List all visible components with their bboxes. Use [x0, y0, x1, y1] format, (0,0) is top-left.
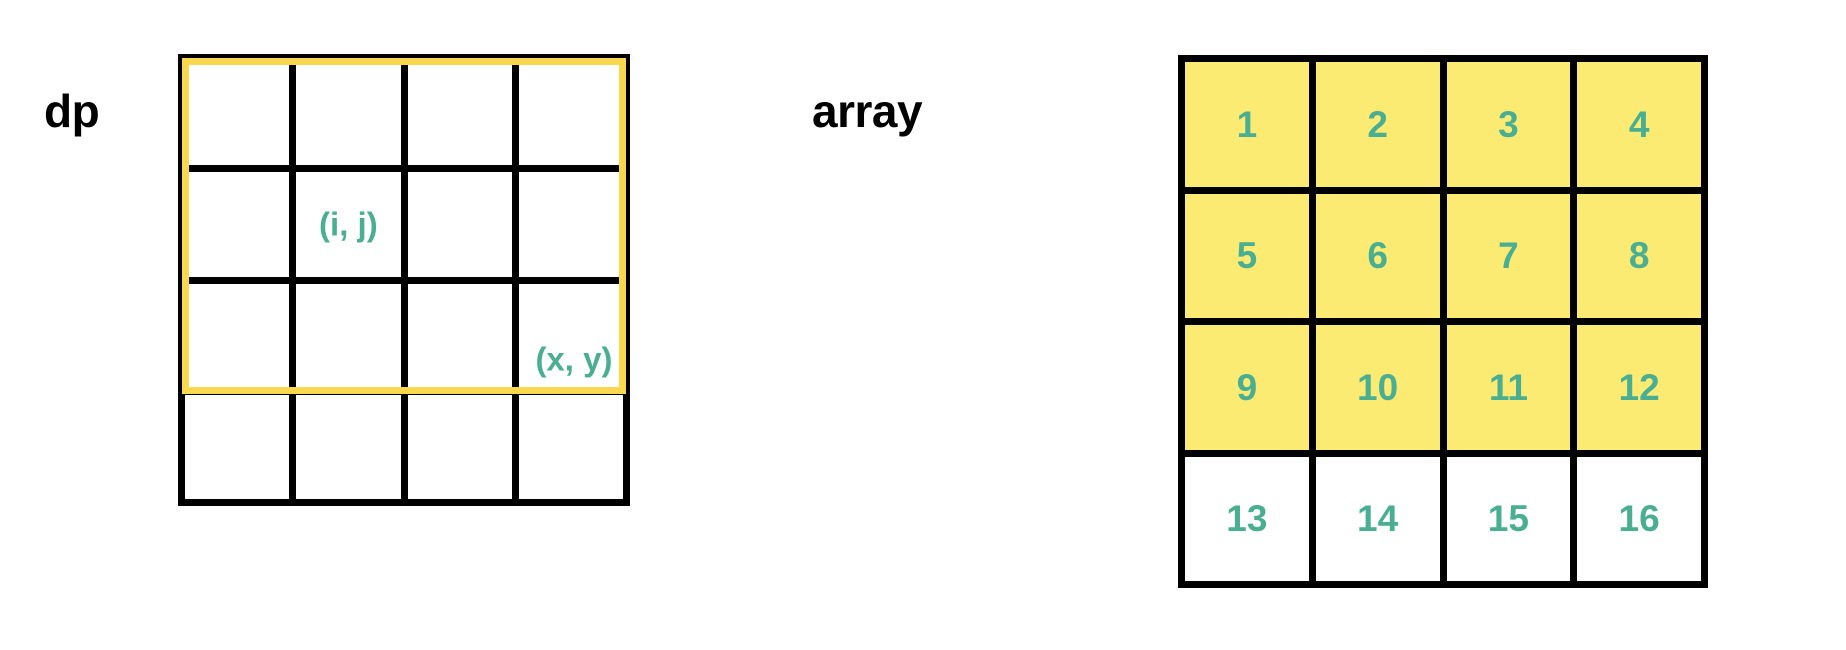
cell-value: 3 [1498, 103, 1519, 145]
dp-panel-label: dp [44, 85, 100, 137]
dp-cell: (x, y) [518, 283, 623, 388]
cell-value: 12 [1618, 366, 1660, 408]
cell-value: 14 [1357, 498, 1399, 540]
array-cell: 5 [1185, 193, 1309, 318]
dp-cell [296, 394, 401, 499]
dp-cell [185, 394, 290, 499]
cell-value: 15 [1487, 498, 1529, 540]
cell-value: 1 [1236, 103, 1258, 145]
cell-value: 2 [1367, 103, 1388, 145]
array-cell: 2 [1315, 62, 1440, 187]
dp-cell [407, 283, 512, 388]
array-cell: 6 [1315, 193, 1440, 318]
cell-value: 9 [1236, 366, 1258, 408]
cell-value: 11 [1488, 366, 1528, 408]
array-cell: 7 [1446, 193, 1571, 318]
array-cell: 14 [1315, 456, 1440, 581]
cell-value: 8 [1628, 235, 1650, 277]
array-cell: 8 [1577, 193, 1701, 318]
array-cell: 13 [1185, 456, 1309, 581]
dp-cell [407, 61, 512, 166]
array-cell: 9 [1185, 325, 1309, 450]
cell-value: 7 [1498, 235, 1519, 277]
cell-value: 4 [1628, 103, 1650, 145]
dp-cell [185, 283, 290, 388]
array-panel-label: array [812, 85, 923, 137]
cell-value: 6 [1367, 235, 1388, 277]
array-cell: 4 [1577, 62, 1701, 187]
dp-cell [518, 61, 623, 166]
dp-cell [407, 394, 512, 499]
dp-cell [518, 394, 623, 499]
cell-value: 13 [1226, 498, 1268, 540]
dp-cell [185, 61, 290, 166]
array-cell: 10 [1315, 325, 1440, 450]
array-cell: 16 [1577, 456, 1701, 581]
array-cell: 15 [1446, 456, 1571, 581]
dp-cell: (i, j) [296, 172, 401, 277]
dp-cell [296, 283, 401, 388]
cell-value: 5 [1236, 235, 1258, 277]
dp-cell [518, 172, 623, 277]
array-cell: 11 [1446, 325, 1571, 450]
dp-cell [296, 61, 401, 166]
coord-label-ij: (i, j) [319, 205, 378, 243]
dp-cell [407, 172, 512, 277]
coord-label-xy: (x, y) [535, 340, 613, 378]
cell-value: 10 [1357, 366, 1399, 408]
array-cell: 12 [1577, 325, 1701, 450]
dp-grid: (i, j) (x, y) [178, 54, 630, 506]
array-cell: 3 [1446, 62, 1571, 187]
array-cell: 1 [1185, 62, 1309, 187]
dp-cell [185, 172, 290, 277]
cell-value: 16 [1618, 498, 1660, 540]
